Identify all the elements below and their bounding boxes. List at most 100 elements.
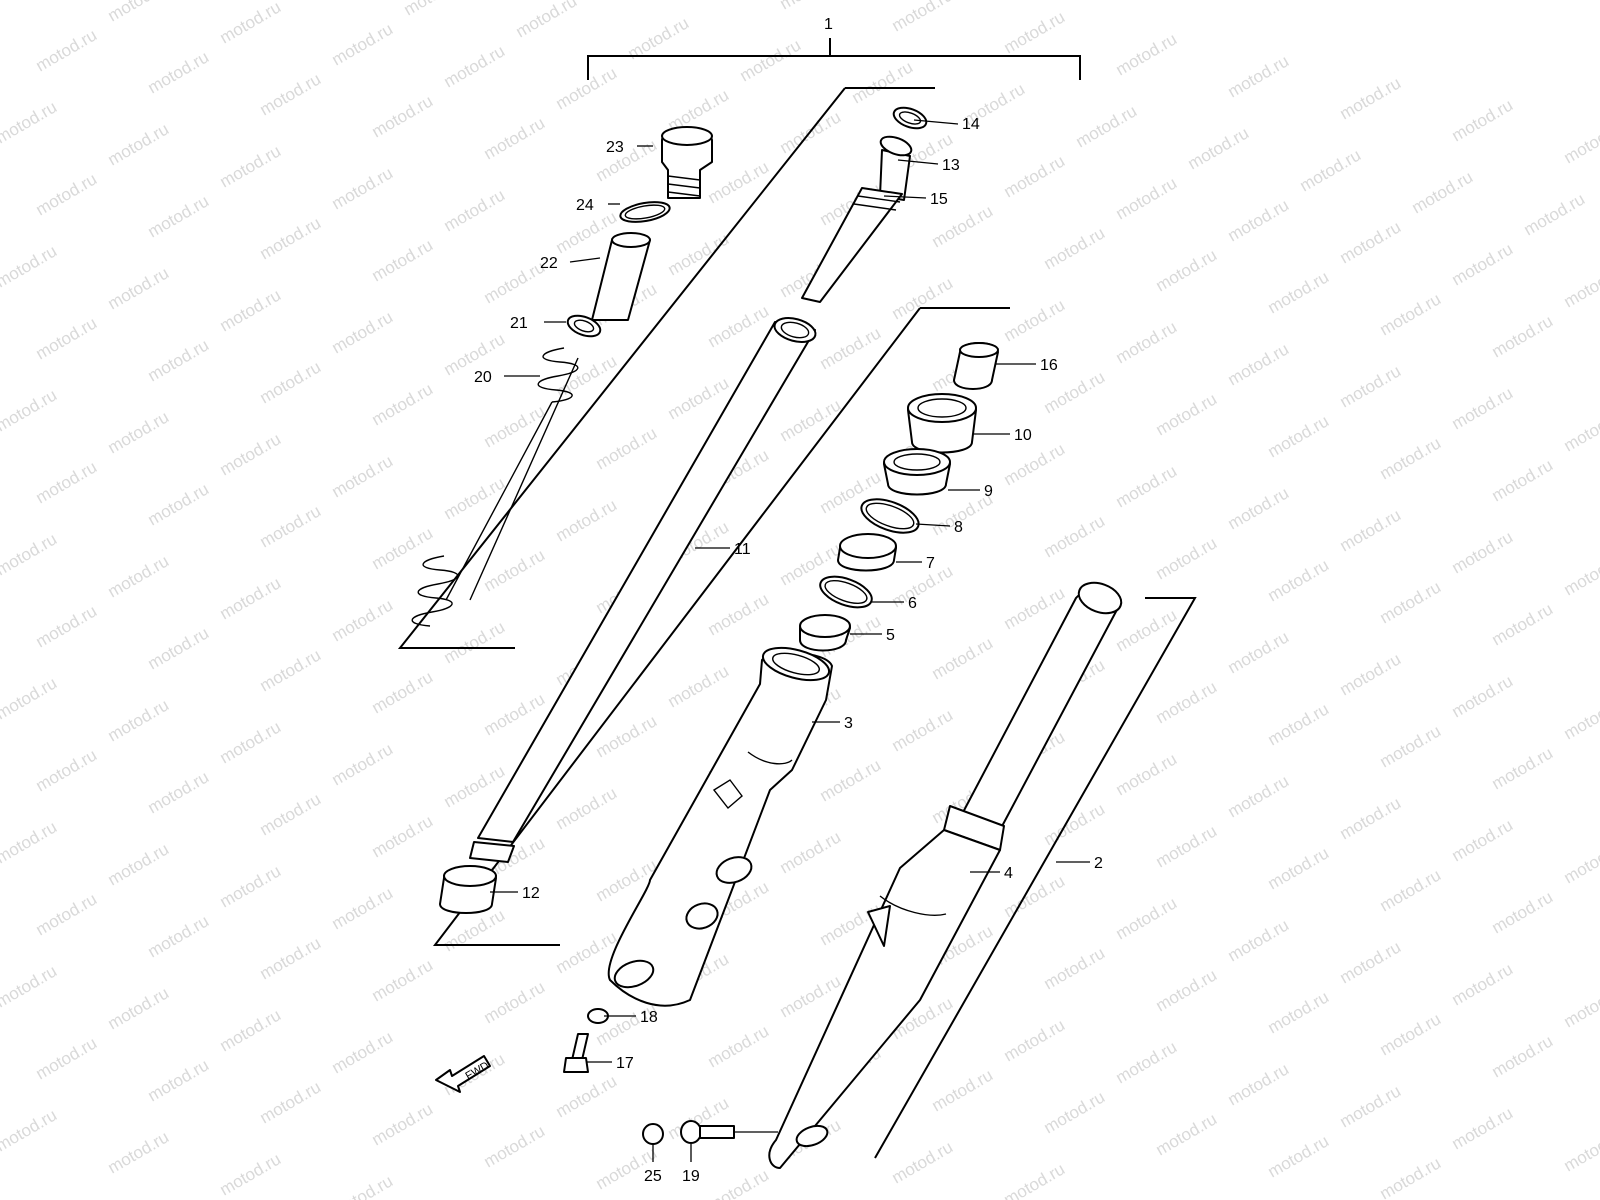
watermark-text: motod.ru xyxy=(0,241,60,291)
watermark-text: motod.ru xyxy=(105,263,173,313)
watermark-text: motod.ru xyxy=(1265,699,1333,749)
watermark-text: motod.ru xyxy=(1489,599,1557,649)
watermark-text: motod.ru xyxy=(705,1021,773,1071)
damper-rod xyxy=(801,135,913,303)
watermark-text: motod.ru xyxy=(1265,843,1333,893)
washer-21 xyxy=(566,314,602,338)
watermark-text: motod.ru xyxy=(369,811,437,861)
watermark-text: motod.ru xyxy=(481,1121,549,1171)
watermark-text: motod.ru xyxy=(217,429,285,479)
watermark-text: motod.ru xyxy=(593,423,661,473)
callout-3: 3 xyxy=(844,715,853,732)
watermark-text: motod.ru xyxy=(257,645,325,695)
callout-numbers: 1 14 13 15 23 24 22 21 20 16 10 9 8 7 11… xyxy=(474,16,1103,1185)
bolt-17 xyxy=(563,1033,589,1073)
bolt-19 xyxy=(680,1120,735,1144)
watermark-text: motod.ru xyxy=(1337,937,1405,987)
watermark-text: motod.ru xyxy=(1001,439,1069,489)
callout-17: 17 xyxy=(616,1055,634,1072)
watermark-text: motod.ru xyxy=(0,817,60,867)
watermark-text: motod.ru xyxy=(1153,533,1221,583)
inner-tube-11 xyxy=(469,317,817,863)
watermark-text: motod.ru xyxy=(481,257,549,307)
watermark-text: motod.ru xyxy=(1377,1009,1445,1059)
watermark-text: motod.ru xyxy=(1225,195,1293,245)
watermark-text: motod.ru xyxy=(593,135,661,185)
watermark-text: motod.ru xyxy=(33,25,101,75)
watermark-text: motod.ru xyxy=(257,357,325,407)
callout-21: 21 xyxy=(510,315,528,332)
watermark-text: motod.ru xyxy=(0,97,60,147)
watermark-text: motod.ru xyxy=(849,57,917,107)
callout-10: 10 xyxy=(1014,427,1032,444)
watermark-text: motod.ru xyxy=(1489,743,1557,793)
watermark-text: motod.ru xyxy=(0,385,60,435)
watermark-text: motod.ru xyxy=(929,201,997,251)
cap-25 xyxy=(642,1123,664,1145)
watermark-text: motod.ru xyxy=(1561,1125,1600,1175)
watermark-text: motod.ru xyxy=(441,473,509,523)
callout-20: 20 xyxy=(474,369,492,386)
watermark-text: motod.ru xyxy=(329,595,397,645)
leader-lines xyxy=(490,119,1090,1162)
callout-15: 15 xyxy=(930,191,948,208)
watermark-text: motod.ru xyxy=(329,163,397,213)
watermark-text: motod.ru xyxy=(1113,749,1181,799)
watermark-text: motod.ru xyxy=(369,667,437,717)
watermark-text: motod.ru xyxy=(1265,267,1333,317)
watermark-text: motod.ru xyxy=(1377,865,1445,915)
watermark-text: motod.ru xyxy=(1041,223,1109,273)
watermark-text: motod.ru xyxy=(1225,1059,1293,1109)
watermark-text: motod.ru xyxy=(0,961,60,1011)
callout-7: 7 xyxy=(926,555,935,572)
watermark-text: motod.ru xyxy=(777,827,845,877)
watermark-text: motod.ru xyxy=(1377,577,1445,627)
watermark-text: motod.ru xyxy=(369,955,437,1005)
watermark-text: motod.ru xyxy=(105,0,173,25)
watermark-text: motod.ru xyxy=(1521,189,1589,239)
watermark-text: motod.ru xyxy=(1297,145,1365,195)
watermark-text: motod.ru xyxy=(929,633,997,683)
watermark-text: motod.ru xyxy=(1409,167,1477,217)
watermark-text: motod.ru xyxy=(1113,317,1181,367)
watermark-text: motod.ru xyxy=(1337,217,1405,267)
watermark-text: motod.ru xyxy=(145,479,213,529)
watermark-text: motod.ru xyxy=(145,335,213,385)
watermark-text: motod.ru xyxy=(329,1171,397,1200)
o-ring-24 xyxy=(619,201,671,223)
watermark-text: motod.ru xyxy=(665,661,733,711)
watermark-text: motod.ru xyxy=(1041,367,1109,417)
watermark-text: motod.ru xyxy=(1337,73,1405,123)
fork-cap-bolt xyxy=(661,126,713,199)
inner-tube-frame xyxy=(397,87,1197,1159)
ring-14 xyxy=(892,106,928,130)
watermark-text: motod.ru xyxy=(1265,555,1333,605)
callout-22: 22 xyxy=(540,255,558,272)
watermark-text: motod.ru xyxy=(1225,51,1293,101)
watermark-text: motod.ru xyxy=(777,0,845,13)
watermark-text: motod.ru xyxy=(0,1105,60,1155)
watermark-text: motod.ru xyxy=(1001,151,1069,201)
watermark-text: motod.ru xyxy=(329,19,397,69)
watermark-text: motod.ru xyxy=(145,911,213,961)
watermark-text: motod.ru xyxy=(105,119,173,169)
watermark-text: motod.ru xyxy=(1001,1015,1069,1065)
watermark-text: motod.ru xyxy=(1337,793,1405,843)
watermark-text: motod.ru xyxy=(105,1127,173,1177)
watermark-text: motod.ru xyxy=(889,705,957,755)
watermark-text: motod.ru xyxy=(257,933,325,983)
watermark-text: motod.ru xyxy=(1265,1131,1333,1181)
watermark-text: motod.ru xyxy=(1561,405,1600,455)
watermark-text: motod.ru xyxy=(705,157,773,207)
callout-1: 1 xyxy=(824,16,833,33)
watermark-text: motod.ru xyxy=(817,323,885,373)
callout-25: 25 xyxy=(644,1168,662,1185)
watermark-text: motod.ru xyxy=(1041,799,1109,849)
watermark-text: motod.ru xyxy=(553,495,621,545)
watermark-text: motod.ru xyxy=(105,407,173,457)
watermark-text: motod.ru xyxy=(1153,245,1221,295)
callout-5: 5 xyxy=(886,627,895,644)
slide-bushing-5 xyxy=(799,614,851,652)
watermark-text: motod.ru xyxy=(329,883,397,933)
watermark-text: motod.ru xyxy=(401,0,469,19)
